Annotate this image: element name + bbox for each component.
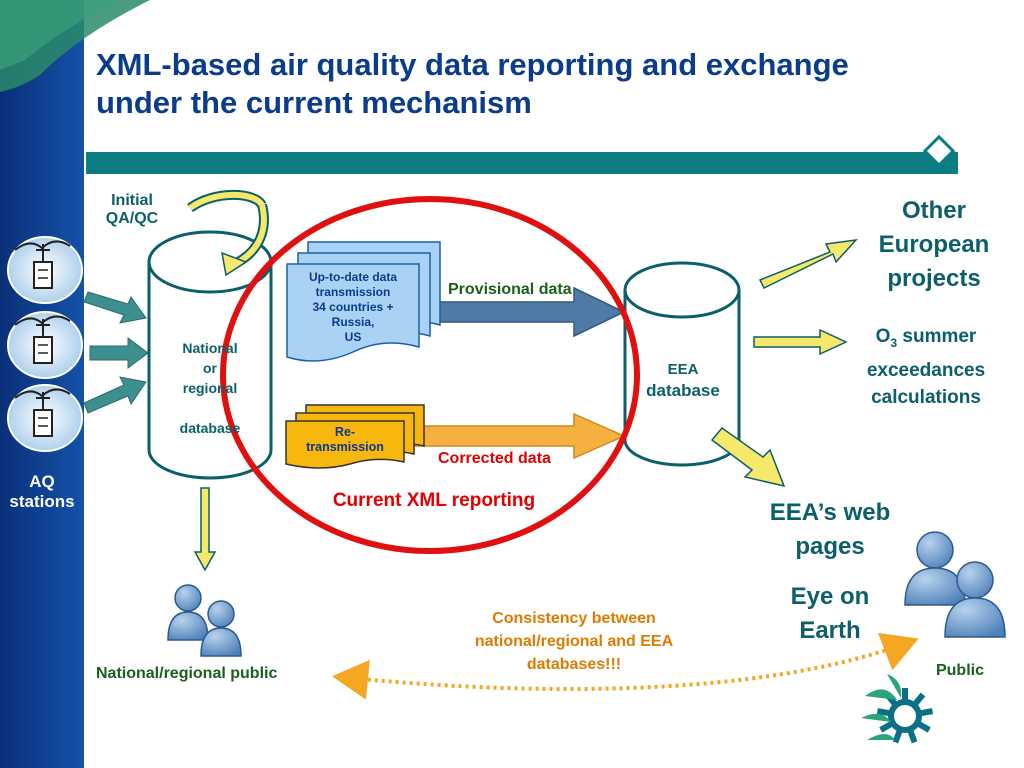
- uptodate-transmission-label: Up-to-date data transmission 34 countrie…: [309, 270, 397, 344]
- slide-title-line-1: XML-based air quality data reporting and…: [96, 47, 849, 82]
- header-diamond-icon: [922, 134, 956, 168]
- to-o3-calculations-arrow: [753, 328, 848, 356]
- uptodate-document-stack: [286, 241, 441, 362]
- o3-exceedances-label: O3 summer exceedances calculations: [866, 326, 986, 408]
- consistency-label: Consistency between national/regional an…: [474, 610, 674, 673]
- national-database-label: National or regional database: [179, 340, 241, 436]
- eea-logo-icon: [861, 674, 934, 744]
- retransmission-document-stack: [285, 404, 425, 469]
- eea-database-cylinder: [623, 261, 741, 467]
- national-database-cylinder: [147, 230, 273, 480]
- left-sidebar: [0, 0, 84, 768]
- header-rule: [86, 152, 958, 174]
- to-national-public-arrow: [193, 487, 217, 572]
- to-eea-web-pages-arrow: [710, 426, 786, 488]
- eea-database-label: EEA database: [646, 361, 720, 400]
- public-label: Public: [935, 662, 984, 679]
- current-xml-reporting-circle: [220, 196, 640, 554]
- station-to-db-arrow: [83, 376, 147, 414]
- station-to-db-arrow: [83, 291, 147, 324]
- station-to-db-arrow: [89, 337, 149, 369]
- national-public-people-icon: [167, 584, 242, 657]
- consistency-dotted-arrow: [332, 632, 919, 700]
- corrected-data-label: Corrected data: [438, 450, 551, 467]
- public-people-icon: [904, 531, 1006, 638]
- initial-qaqc-label: Initial QA/QC: [105, 192, 159, 228]
- aq-station-icon: [7, 384, 83, 452]
- qaqc-loop-arrow: [187, 189, 269, 277]
- aq-station-icon: [7, 311, 83, 379]
- aq-stations-label: AQ stations: [9, 472, 75, 511]
- other-european-projects-label: Other European projects: [878, 197, 990, 292]
- slide-title-line-2: under the current mechanism: [96, 85, 532, 120]
- provisional-data-label: Provisional data: [448, 281, 572, 298]
- retransmission-label: Re- transmission: [306, 425, 384, 454]
- corrected-data-arrow: [409, 412, 626, 460]
- aq-station-icon: [7, 236, 83, 304]
- eye-on-earth-label: Eye on Earth: [790, 583, 870, 644]
- national-public-label: National/regional public: [96, 665, 278, 682]
- slide-title: XML-based air quality data reporting and…: [96, 46, 956, 122]
- eea-web-pages-label: EEA’s web pages: [769, 499, 891, 560]
- current-xml-reporting-label: Current XML reporting: [332, 490, 536, 511]
- provisional-data-arrow: [419, 286, 626, 338]
- to-other-projects-arrow: [758, 238, 858, 290]
